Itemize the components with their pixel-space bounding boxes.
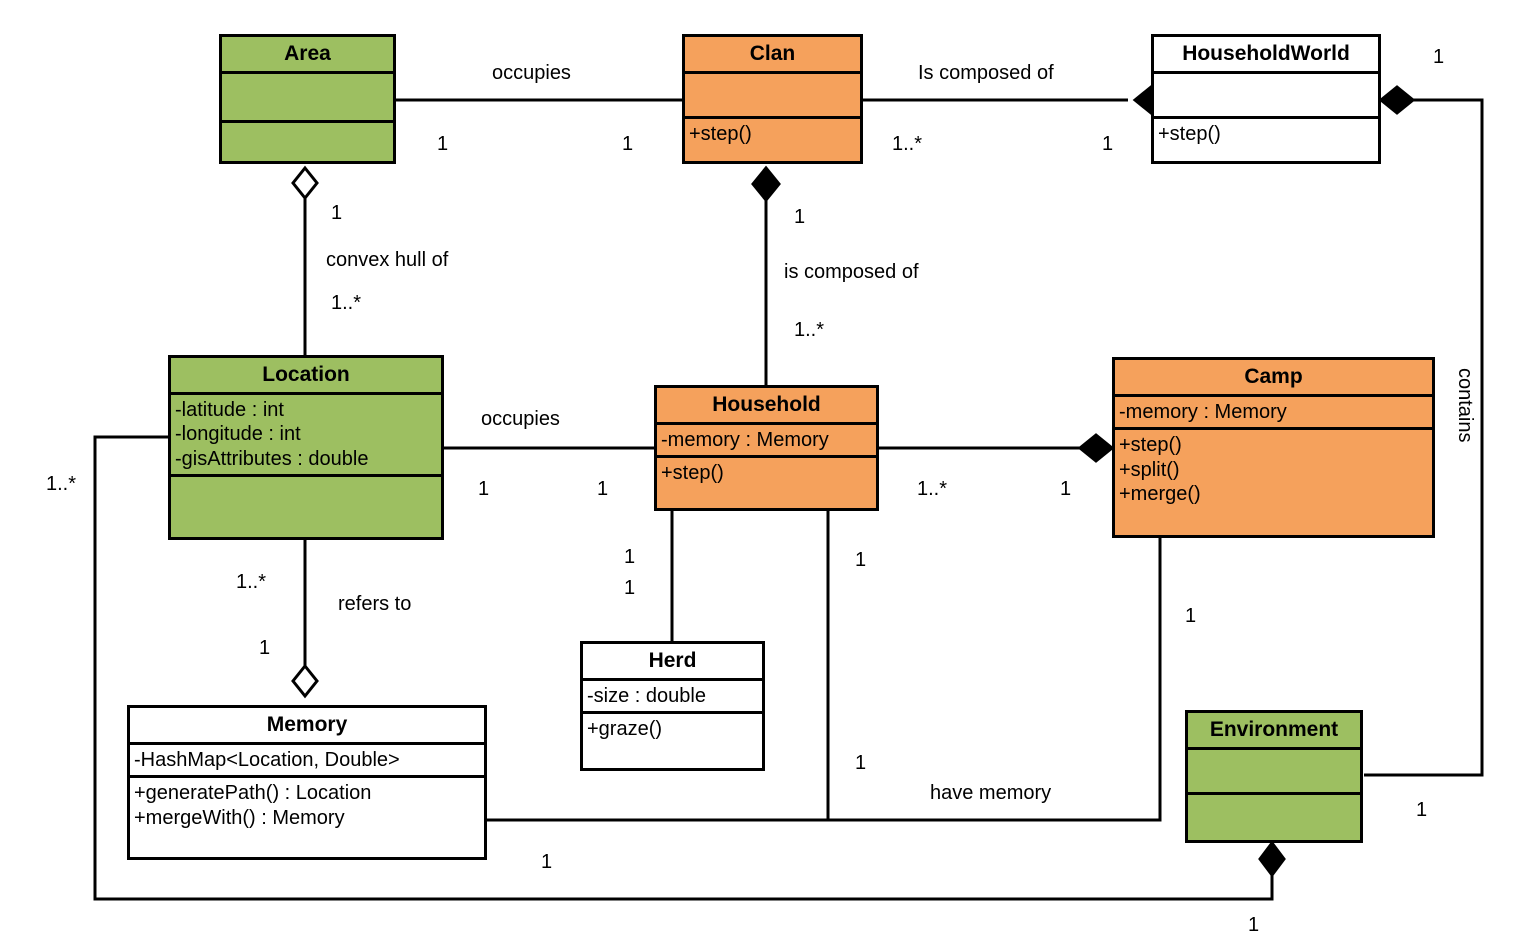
multiplicity-clan-bottom: 1 [794, 206, 806, 228]
class-name-environment: Environment [1209, 718, 1339, 741]
edge-label-occupies-top: occupies [492, 62, 571, 84]
class-box-householdworld[interactable]: HouseholdWorld +step() [1151, 34, 1381, 164]
composition-diamond-householdworld-right [1378, 85, 1416, 115]
composition-diamond-camp-left [1077, 433, 1115, 463]
multiplicity-area-right: 1 [437, 133, 449, 155]
class-methods-memory: +generatePath() : Location +mergeWith() … [130, 775, 484, 833]
multiplicity-clan-right: 1..* [892, 133, 923, 155]
class-methods-clan: +step() [685, 116, 860, 149]
multiplicity-environment-bottom: 1 [1248, 914, 1260, 934]
class-name-household: Household [712, 393, 821, 416]
class-name-memory: Memory [266, 713, 348, 736]
multiplicity-camp-left: 1 [1060, 478, 1072, 500]
class-attributes-clan [685, 71, 860, 116]
class-methods-camp: +step() +split() +merge() [1115, 427, 1432, 509]
multiplicity-household-left: 1 [597, 478, 609, 500]
class-box-location[interactable]: Location -latitude : int -longitude : in… [168, 355, 444, 540]
class-methods-location [171, 474, 441, 518]
class-attributes-camp: -memory : Memory [1115, 394, 1432, 427]
method-row: +step() [1158, 123, 1221, 145]
edge-label-refers-to: refers to [338, 593, 412, 615]
edge-camp-memory [828, 538, 1162, 822]
class-box-clan[interactable]: Clan +step() [682, 34, 863, 164]
class-methods-herd: +graze() [583, 711, 762, 744]
method-row: +mergeWith() : Memory [134, 806, 345, 829]
multiplicity-camp-bottom: 1 [1185, 605, 1197, 627]
multiplicity-householdworld-right: 1 [1433, 46, 1445, 68]
multiplicity-household-right: 1..* [917, 478, 948, 500]
class-box-household[interactable]: Household -memory : Memory +step() [654, 385, 879, 511]
multiplicity-household-top: 1..* [794, 319, 825, 341]
class-name-herd: Herd [648, 649, 697, 672]
multiplicity-household-memory-top: 1 [855, 549, 867, 571]
multiplicity-clan-left: 1 [622, 133, 634, 155]
edge-label-have-memory: have memory [930, 782, 1052, 804]
method-row: +merge() [1119, 483, 1201, 506]
class-name-camp: Camp [1244, 365, 1303, 388]
method-row: +graze() [587, 718, 663, 741]
composition-diamond-environment [1258, 840, 1286, 878]
edge-label-convex-hull-of: convex hull of [326, 249, 449, 271]
class-box-area[interactable]: Area [219, 34, 396, 164]
edge-label-contains: contains [1454, 368, 1476, 443]
multiplicity-memory-bottom: 1 [541, 851, 553, 873]
class-attributes-environment [1188, 747, 1360, 792]
class-box-camp[interactable]: Camp -memory : Memory +step() +split() +… [1112, 357, 1435, 538]
class-name-location: Location [262, 363, 350, 386]
class-box-herd[interactable]: Herd -size : double +graze() [580, 641, 765, 771]
multiplicity-location-top: 1..* [331, 292, 362, 314]
attribute-row: -size : double [587, 685, 706, 707]
multiplicity-household-herd-upper: 1 [624, 546, 636, 568]
edge-label-is-composed-of-mid: is composed of [784, 261, 919, 283]
class-name-clan: Clan [749, 42, 796, 65]
class-box-environment[interactable]: Environment [1185, 710, 1363, 843]
multiplicity-location-far-left: 1..* [46, 473, 77, 495]
multiplicity-area-bottom: 1 [331, 202, 343, 224]
class-attributes-area [222, 71, 393, 120]
attribute-row: -gisAttributes : double [175, 447, 369, 470]
multiplicity-environment-right: 1 [1416, 799, 1428, 821]
class-methods-household: +step() [657, 455, 876, 488]
multiplicity-memory-top: 1 [259, 637, 271, 659]
attribute-row: -memory : Memory [1119, 401, 1287, 423]
class-attributes-memory: -HashMap<Location, Double> [130, 742, 484, 775]
class-methods-area [222, 120, 393, 163]
aggregation-diamond-area [291, 165, 319, 201]
attribute-row: -latitude : int [175, 399, 284, 421]
method-row: +split() [1119, 458, 1180, 481]
class-methods-householdworld: +step() [1154, 116, 1378, 149]
composition-diamond-clan [751, 165, 781, 203]
class-box-memory[interactable]: Memory -HashMap<Location, Double> +gener… [127, 705, 487, 860]
multiplicity-location-right: 1 [478, 478, 490, 500]
class-attributes-location: -latitude : int -longitude : int -gisAtt… [171, 392, 441, 474]
aggregation-diamond-memory [291, 663, 319, 699]
attribute-row: -memory : Memory [661, 429, 829, 451]
edge-label-occupies-mid: occupies [481, 408, 560, 430]
multiplicity-householdworld-left: 1 [1102, 133, 1114, 155]
method-row: +step() [689, 123, 752, 145]
class-attributes-householdworld [1154, 71, 1378, 116]
multiplicity-household-memory-bottom: 1 [855, 752, 867, 774]
multiplicity-household-herd-lower: 1 [624, 577, 636, 599]
class-name-householdworld: HouseholdWorld [1182, 42, 1350, 65]
method-row: +generatePath() : Location [134, 782, 372, 805]
class-attributes-herd: -size : double [583, 678, 762, 711]
attribute-row: -longitude : int [175, 423, 301, 446]
class-methods-environment [1188, 792, 1360, 837]
method-row: +step() [1119, 434, 1182, 457]
attribute-row: -HashMap<Location, Double> [134, 749, 400, 771]
class-name-area: Area [284, 42, 331, 65]
class-attributes-household: -memory : Memory [657, 422, 876, 455]
method-row: +step() [661, 462, 724, 485]
multiplicity-location-bottom: 1..* [236, 571, 267, 593]
edge-label-is-composed-of-top: Is composed of [918, 62, 1054, 84]
